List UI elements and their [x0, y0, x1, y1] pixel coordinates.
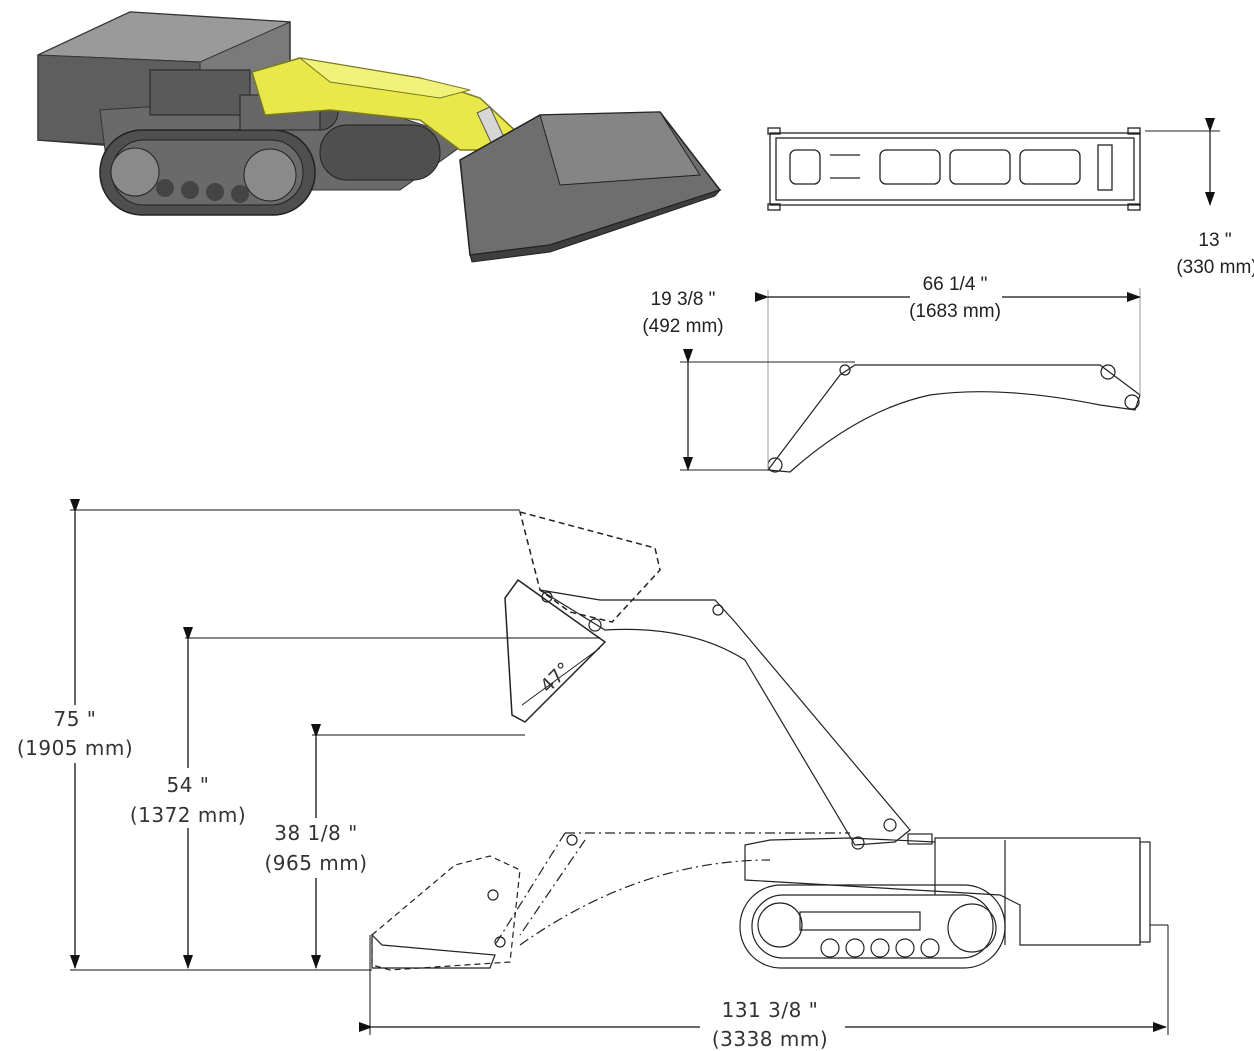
arm-length-metric: (1683 mm) [909, 301, 1001, 322]
max-height-imperial: 75 " [53, 707, 96, 731]
clearance-label-bg [262, 818, 370, 878]
arm-height-imperial: 19 3/8 " [651, 289, 716, 310]
arm-side-view [766, 364, 1141, 473]
overall-length-label-bg [700, 996, 845, 1051]
clearance-imperial: 38 1/8 " [274, 821, 358, 845]
frame-height-metric: (330 mm) [1176, 257, 1254, 278]
max-height-label-bg [12, 705, 134, 763]
arm-length-label-bg [910, 268, 1002, 324]
max-height-metric: (1905 mm) [17, 736, 133, 760]
overall-length-imperial: 131 3/8 " [722, 998, 819, 1022]
frame-top-view [767, 127, 1141, 211]
clearance-metric: (965 mm) [264, 851, 367, 875]
machine-3d-render [37, 11, 722, 263]
arm-height-metric: (492 mm) [642, 316, 723, 337]
frame-height-imperial: 13 " [1198, 230, 1231, 251]
arm-length-imperial: 66 1/4 " [923, 274, 988, 295]
dump-height-label-bg [128, 768, 250, 828]
dump-height-metric: (1372 mm) [130, 803, 246, 827]
machine-side-view [371, 510, 1151, 971]
dump-angle-label: 47° [536, 658, 575, 697]
dump-height-imperial: 54 " [166, 773, 209, 797]
overall-length-metric: (3338 mm) [712, 1027, 828, 1051]
